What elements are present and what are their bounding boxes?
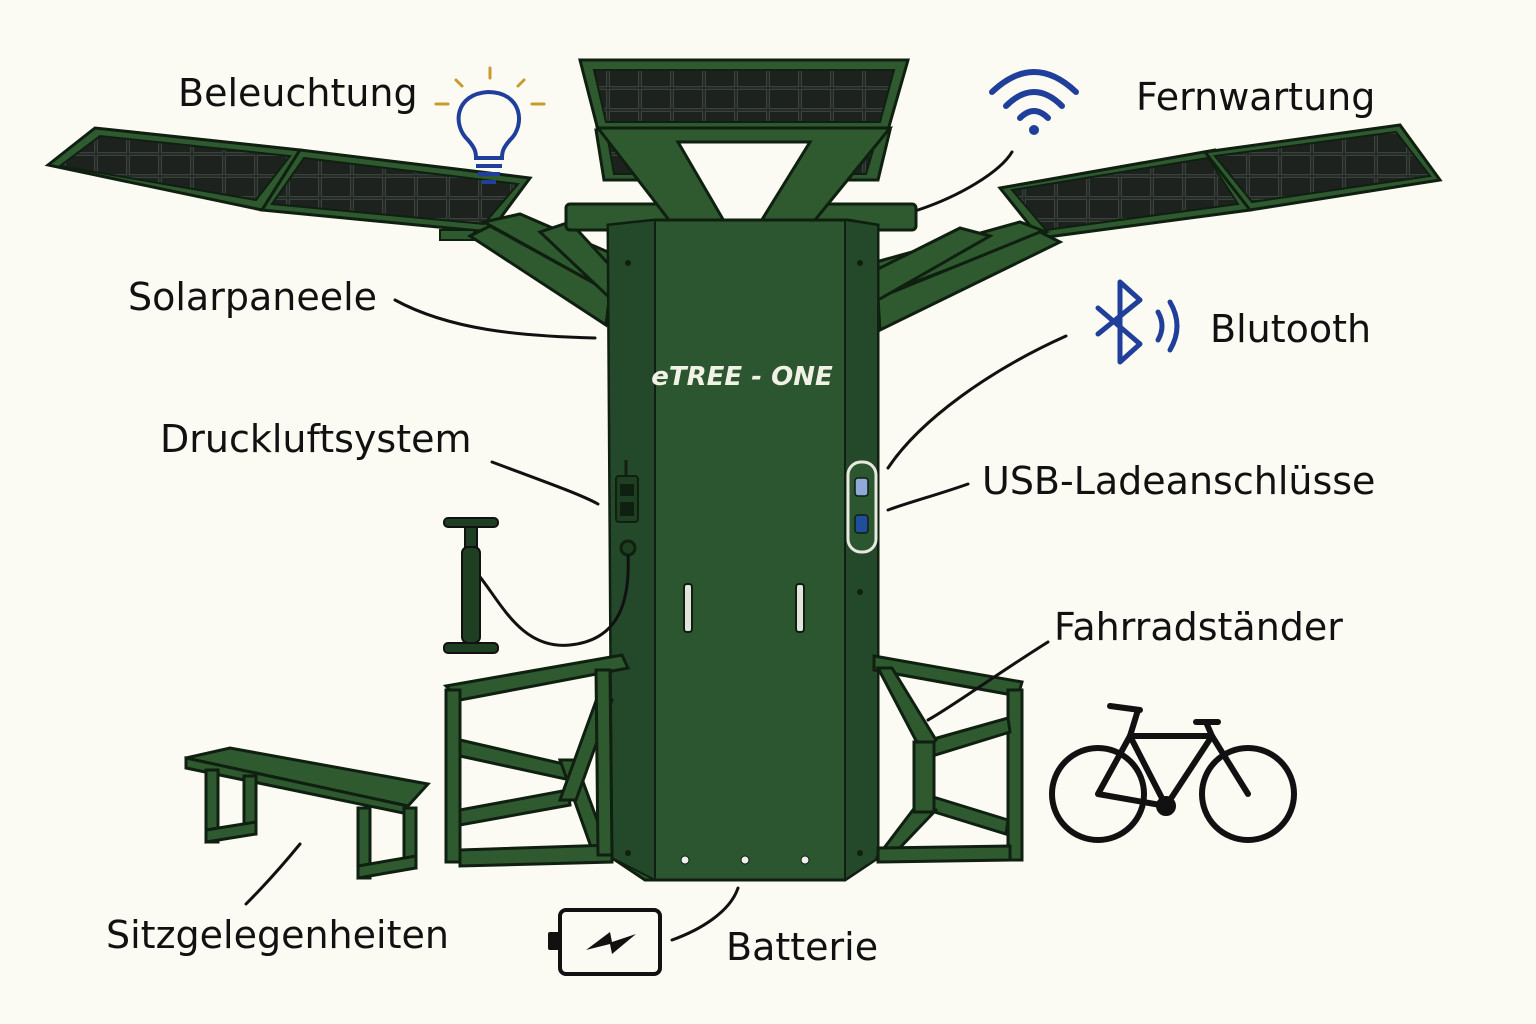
label-seating: Sitzgelegenheiten [106, 913, 449, 957]
device-name: eTREE - ONE [651, 362, 833, 392]
wifi-icon [989, 69, 1079, 135]
left-solar-wing [44, 126, 533, 241]
label-lighting: Beleuchtung [178, 71, 418, 115]
left-frame [442, 653, 631, 868]
label-solar-panels: Solarpaneele [128, 275, 377, 319]
air-pump-icon [443, 517, 630, 654]
bicycle-icon [1049, 703, 1297, 843]
label-air-system: Druckluftsystem [160, 417, 472, 461]
light-bulb-icon [434, 66, 546, 184]
label-remote-maintenance: Fernwartung [1136, 75, 1375, 119]
bluetooth-icon [1095, 279, 1180, 365]
label-battery: Batterie [726, 925, 878, 969]
usb-port-panel [846, 460, 878, 554]
battery-icon [548, 908, 662, 976]
bench-icon [184, 746, 431, 880]
right-frame-bike-rack [872, 654, 1024, 864]
label-bike-rack: Fahrradständer [1054, 605, 1343, 649]
label-usb-ports: USB-Ladeanschlüsse [982, 459, 1375, 503]
leader-lines [244, 150, 1068, 942]
main-column: eTREE - ONE [606, 218, 880, 882]
label-bluetooth: Blutooth [1210, 307, 1371, 351]
right-solar-wing [997, 123, 1443, 240]
